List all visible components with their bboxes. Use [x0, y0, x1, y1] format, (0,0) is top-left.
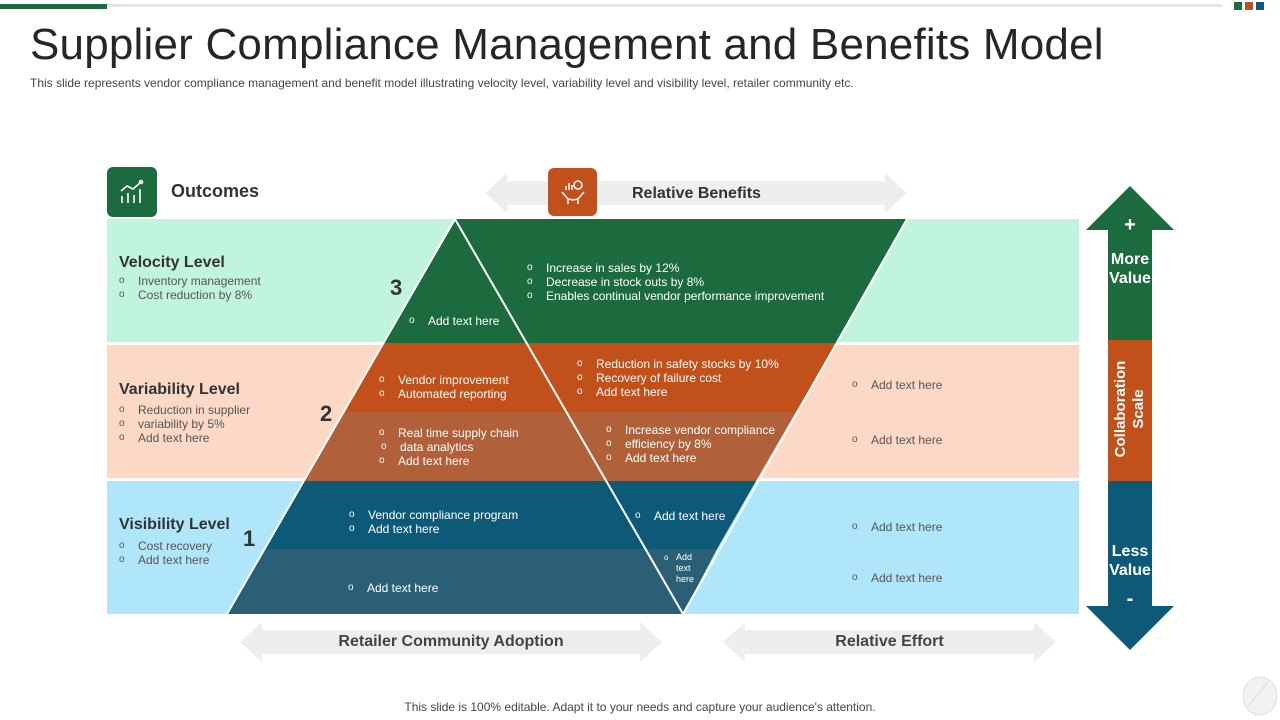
- inverted-low-lower-text-continued: here: [676, 574, 695, 584]
- visibility-bullet: Add text here: [119, 553, 209, 567]
- inverted-mid-lower-text: Increase vendor compliance: [606, 423, 775, 437]
- outcomes-label: Outcomes: [171, 181, 260, 201]
- inverted-mid-lower-text: Add text here: [606, 451, 696, 465]
- variability-bullet: Add text here: [119, 431, 209, 445]
- corner-square-green: [1234, 2, 1242, 10]
- pyramid-base-lower-text: Add text here: [348, 581, 438, 595]
- velocity-level-title: Velocity Level: [119, 254, 225, 271]
- hands-coins-icon: [560, 180, 585, 204]
- scale-minus: -: [1126, 588, 1134, 610]
- right-variability-text: Add text here: [852, 378, 942, 392]
- inverted-low-lower-text: Add: [664, 552, 692, 563]
- pyramid-base-upper-text: Add text here: [349, 522, 439, 536]
- visibility-bullet: Cost recovery: [119, 539, 212, 553]
- chart-icon: [120, 179, 144, 203]
- inverted-mid-upper-text: Reduction in safety stocks by 10%: [577, 357, 779, 371]
- scale-middle: [1108, 340, 1152, 481]
- velocity-bullet: Cost reduction by 8%: [119, 288, 252, 302]
- right-visibility-text: Add text here: [852, 571, 942, 585]
- pyramid-top-text: Add text here: [409, 314, 499, 328]
- inverted-mid-lower-text-continued: efficiency by 8%: [606, 437, 711, 451]
- visibility-level-title: Visibility Level: [119, 516, 230, 533]
- scale-collaboration-label: Collaboration Scale: [1112, 360, 1147, 458]
- relative-effort-arrow: [723, 622, 1056, 662]
- footer-note: This slide is 100% editable. Adapt it to…: [404, 700, 876, 714]
- level-number-2: 2: [320, 401, 333, 426]
- pyramid-base-lower: [227, 549, 683, 614]
- pyramid-mid-upper-text: Automated reporting: [379, 387, 507, 401]
- level-number-1: 1: [243, 526, 256, 551]
- scale-top-arrow: [1086, 186, 1174, 340]
- inverted-mid-upper-text: Add text here: [577, 385, 667, 399]
- pyramid-mid-lower-text-continued: data analytics: [381, 440, 473, 454]
- inverted-mid-upper-text: Recovery of failure cost: [577, 371, 721, 385]
- benefits-icon-box: [548, 168, 597, 216]
- retailer-adoption-label: Retailer Community Adoption: [338, 633, 564, 650]
- page-subtitle: This slide represents vendor compliance …: [30, 76, 854, 90]
- variability-bullet: Reduction in supplier: [119, 403, 250, 417]
- right-variability-text: Add text here: [852, 433, 942, 447]
- retailer-adoption-arrow: [240, 622, 662, 662]
- corner-square-orange: [1245, 2, 1253, 10]
- inverted-low-lower: [647, 549, 717, 614]
- top-rule-accent: [0, 4, 107, 9]
- pyramid-top: [383, 219, 527, 343]
- pyramid-mid-lower-text: Real time supply chain: [379, 426, 519, 440]
- pyramid-base-upper-text: Vendor compliance program: [349, 508, 518, 522]
- inverted-low-upper-text: Add text here: [635, 509, 725, 523]
- scale-less-value: Less Value: [1109, 543, 1151, 579]
- page-title: Supplier Compliance Management and Benef…: [30, 20, 1104, 69]
- variability-level-title: Variability Level: [119, 381, 240, 398]
- inverted-top-text: Increase in sales by 12%: [527, 261, 679, 275]
- scale-plus: +: [1124, 214, 1136, 236]
- scale-more-value: More Value: [1109, 251, 1151, 287]
- pyramid-mid-upper-text: Vendor improvement: [379, 373, 509, 387]
- inverted-low-lower-text-continued: text: [676, 563, 691, 573]
- right-visibility-text: Add text here: [852, 520, 942, 534]
- scale-bottom-arrow: [1086, 481, 1174, 650]
- relative-benefits-label: Relative Benefits: [632, 185, 761, 202]
- variability-bullet-continued: variability by 5%: [119, 417, 225, 431]
- inverted-top-text: Decrease in stock outs by 8%: [527, 275, 704, 289]
- velocity-bullet: Inventory management: [119, 274, 261, 288]
- corner-decoration: [1242, 676, 1278, 716]
- level-number-3: 3: [390, 275, 403, 300]
- top-rule: [0, 4, 1222, 7]
- relative-effort-label: Relative Effort: [835, 633, 944, 650]
- pyramid-mid-lower-text: Add text here: [379, 454, 469, 468]
- inverted-top-text: Enables continual vendor performance imp…: [527, 289, 824, 303]
- corner-square-blue: [1256, 2, 1264, 10]
- outcomes-icon-box: [107, 167, 157, 217]
